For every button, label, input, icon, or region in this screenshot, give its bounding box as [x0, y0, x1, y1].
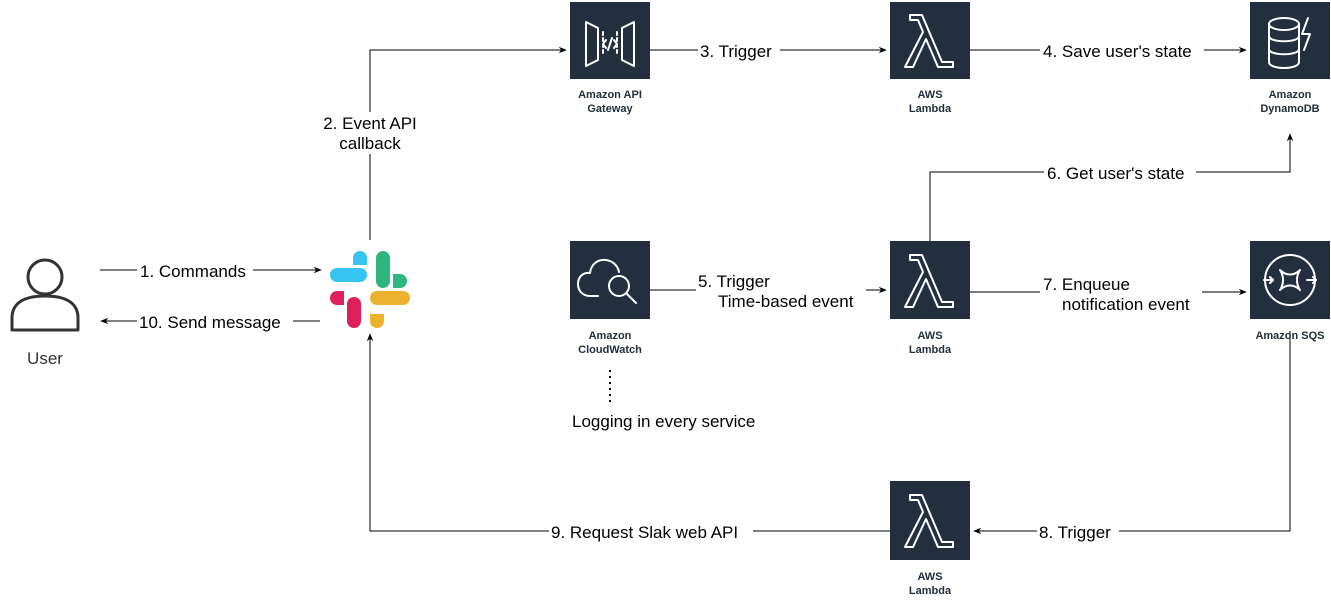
lambda-icon: [904, 14, 954, 68]
edge-label-trigger-8: 8. Trigger: [1037, 521, 1119, 542]
api-gateway-icon: [585, 21, 635, 67]
lambda-top-tile: [890, 2, 970, 79]
edge-event-api-callback: [369, 46, 567, 240]
lambda-mid-label-line2: Lambda: [909, 344, 952, 356]
dynamodb-icon: [1268, 17, 1311, 69]
lambda-mid-tile: [890, 241, 970, 319]
edge-label-send-message-text: 10. Send message: [139, 313, 281, 332]
edge-label-save-state-text: 4. Save user's state: [1043, 42, 1192, 61]
lambda-mid-node: AWS Lambda: [890, 241, 970, 356]
edge-label-trigger-8-text: 8. Trigger: [1039, 523, 1111, 542]
edge-label-request-web-api-text: 9. Request Slak web API: [551, 523, 738, 542]
cloudwatch-node: Amazon CloudWatch: [570, 241, 650, 356]
lambda-bottom-tile: [890, 481, 970, 560]
cloudwatch-label-line2: CloudWatch: [578, 344, 642, 356]
sqs-tile: [1250, 241, 1330, 319]
lambda-icon: [904, 254, 954, 308]
cloudwatch-label-line1: Amazon: [589, 330, 632, 342]
cloudwatch-icon: [577, 258, 637, 304]
edge-get-state: [929, 133, 1294, 241]
api-gateway-label-line2: Gateway: [587, 103, 633, 115]
edge-label-send-message: 10. Send message: [137, 311, 293, 332]
lambda-top-label-line2: Lambda: [909, 103, 952, 115]
edge-label-save-state: 4. Save user's state: [1040, 40, 1204, 61]
sqs-node: Amazon SQS: [1250, 241, 1330, 342]
edge-label-enqueue-line1: 7. Enqueue: [1043, 275, 1130, 294]
lambda-top-node: AWS Lambda: [890, 2, 970, 115]
edge-label-get-state: 6. Get user's state: [1044, 162, 1196, 183]
user-icon: [10, 258, 80, 332]
edge-label-event-api-line1: 2. Event API: [323, 114, 417, 133]
edge-label-enqueue: 7. Enqueue notification event: [1040, 272, 1202, 314]
edge-label-trigger-3-text: 3. Trigger: [700, 42, 772, 61]
edge-trigger-8: [973, 331, 1291, 535]
dynamodb-label-line1: Amazon: [1269, 89, 1312, 101]
api-gateway-label-line1: Amazon API: [578, 89, 642, 101]
lambda-bottom-label-line2: Lambda: [909, 585, 952, 597]
edge-label-commands-text: 1. Commands: [140, 262, 246, 281]
edge-label-trigger-5-line2: Time-based event: [718, 292, 854, 311]
sqs-icon: [1263, 254, 1317, 306]
logging-note: Logging in every service: [572, 412, 755, 431]
lambda-icon: [904, 494, 954, 548]
edge-label-trigger-5-line1: 5. Trigger: [698, 272, 770, 291]
api-gateway-node: Amazon API Gateway: [570, 2, 650, 115]
lambda-bottom-node: AWS Lambda: [890, 481, 970, 597]
lambda-mid-label-line1: AWS: [917, 330, 942, 342]
sqs-label: Amazon SQS: [1255, 330, 1324, 342]
slack-logo-icon: [330, 251, 410, 328]
edge-label-request-web-api: 9. Request Slak web API: [549, 521, 753, 542]
api-gateway-tile: [570, 2, 650, 79]
edge-label-enqueue-line2: notification event: [1062, 295, 1190, 314]
edge-label-get-state-text: 6. Get user's state: [1047, 164, 1184, 183]
lambda-bottom-label-line1: AWS: [917, 571, 942, 583]
user-label: User: [27, 349, 63, 368]
edge-label-event-api-line2: callback: [339, 134, 401, 153]
edge-request-web-api: [366, 333, 890, 532]
dynamodb-label-line2: DynamoDB: [1260, 103, 1319, 115]
edge-label-trigger-3: 3. Trigger: [698, 40, 780, 61]
edge-label-event-api-callback: 2. Event API callback: [312, 112, 428, 154]
edge-label-trigger-5: 5. Trigger Time-based event: [696, 270, 866, 312]
lambda-top-label-line1: AWS: [917, 89, 942, 101]
edge-label-commands: 1. Commands: [137, 260, 253, 281]
dynamodb-node: Amazon DynamoDB: [1250, 2, 1330, 115]
user-node: User: [10, 258, 80, 368]
